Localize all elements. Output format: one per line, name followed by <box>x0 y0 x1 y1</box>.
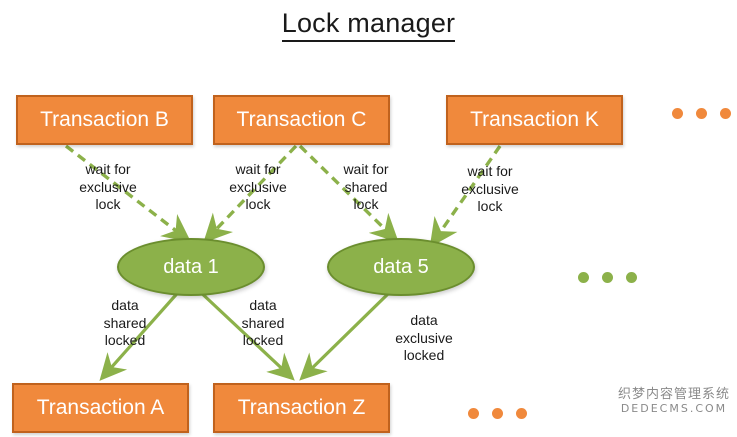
ellipsis-dot <box>602 272 613 283</box>
transaction-box-b[interactable]: Transaction B <box>16 95 193 145</box>
transaction-box-a-label: Transaction A <box>36 396 165 419</box>
edge-label-data-1-to-transaction-z: data shared locked <box>241 297 285 348</box>
transaction-box-b-label: Transaction B <box>40 108 169 131</box>
data-ellipse-5[interactable]: data 5 <box>327 238 475 296</box>
ellipsis-dot <box>696 108 707 119</box>
page-title: Lock manager <box>0 8 737 42</box>
data-ellipse-5-label: data 5 <box>373 255 429 278</box>
transaction-box-c-label: Transaction C <box>236 108 367 131</box>
page-title-text: Lock manager <box>281 8 456 42</box>
ellipsis-dot <box>516 408 527 419</box>
ellipsis-transactions-top <box>672 108 731 119</box>
edge-label-b-to-data-1: wait for exclusive lock <box>79 161 137 212</box>
ellipsis-dot <box>468 408 479 419</box>
ellipsis-dot <box>626 272 637 283</box>
edge-label-k-to-data-5: wait for exclusive lock <box>461 163 519 214</box>
ellipsis-dot <box>578 272 589 283</box>
watermark-cn: 织梦内容管理系统 <box>617 387 730 402</box>
transaction-box-z[interactable]: Transaction Z <box>213 383 390 433</box>
edge-label-c-to-data-5: wait for shared lock <box>343 161 389 212</box>
transaction-box-k-label: Transaction K <box>470 108 599 131</box>
edge-label-c-to-data-1: wait for exclusive lock <box>229 161 287 212</box>
ellipsis-dot <box>720 108 731 119</box>
edge-label-data-1-to-transaction-a: data shared locked <box>103 297 147 348</box>
data-ellipse-1-label: data 1 <box>163 255 219 278</box>
ellipsis-dot <box>672 108 683 119</box>
data-ellipse-1[interactable]: data 1 <box>117 238 265 296</box>
watermark-en: DEDECMS.COM <box>620 401 728 415</box>
ellipsis-data <box>578 272 637 283</box>
ellipsis-transactions-bottom <box>468 408 527 419</box>
edge-label-data-5-to-transaction-z: data exclusive locked <box>395 312 453 363</box>
transaction-box-a[interactable]: Transaction A <box>12 383 189 433</box>
transaction-box-z-label: Transaction Z <box>237 396 366 419</box>
watermark: 织梦内容管理系统 DEDECMS.COM <box>615 387 733 416</box>
transaction-box-c[interactable]: Transaction C <box>213 95 390 145</box>
ellipsis-dot <box>492 408 503 419</box>
transaction-box-k[interactable]: Transaction K <box>446 95 623 145</box>
